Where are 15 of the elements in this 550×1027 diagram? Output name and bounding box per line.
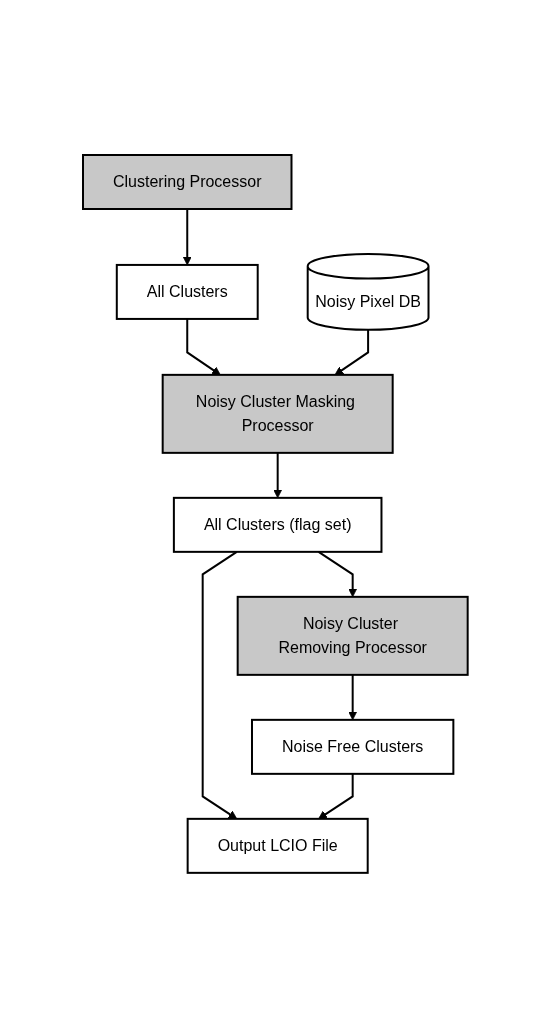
arrow — [317, 772, 354, 819]
node-box: Noise Free Clusters — [250, 718, 454, 775]
node-box: Clustering Processor — [81, 153, 293, 210]
arrow — [347, 673, 357, 720]
arrow — [182, 207, 192, 265]
node-box: All Clusters (flag set) — [172, 496, 383, 553]
arrow — [272, 451, 282, 498]
node-box: Noisy Cluster Removing Processor — [236, 595, 469, 676]
arrow — [201, 550, 238, 819]
node-box: Noisy Cluster Masking Processor — [161, 373, 394, 454]
arrow — [334, 328, 369, 375]
node-box: All Clusters — [115, 263, 259, 320]
node-box: Output LCIO File — [186, 817, 369, 874]
arrow — [185, 317, 221, 375]
arrow — [317, 550, 357, 597]
